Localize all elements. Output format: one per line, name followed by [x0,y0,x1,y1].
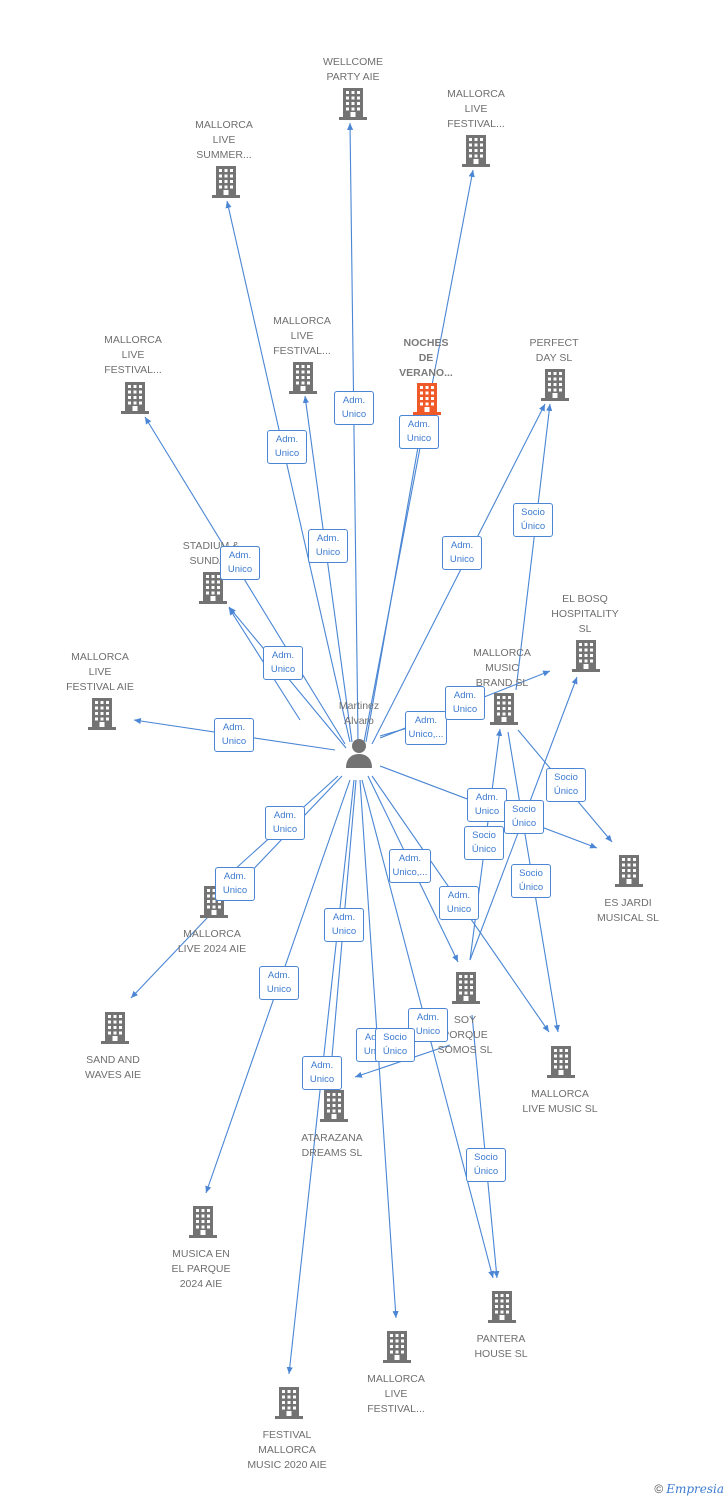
edge-label-atarazana[interactable]: Socio Único [375,1028,415,1062]
company-live-festival-3-label[interactable]: MALLORCA LIVE FESTIVAL... [104,334,162,376]
company-soy-label[interactable]: SOY PORQUE SOMOS SL [437,1014,493,1056]
edge-label-live-music[interactable]: Socio Único [511,864,551,898]
company-el-bosq-building-icon[interactable] [570,638,602,672]
edge-label-live-2024[interactable]: Adm. Unico [265,806,305,840]
company-live-festival-3-building-icon[interactable] [119,380,151,414]
edge-label-soy[interactable]: Adm. Unico,... [388,849,432,883]
company-live-2024-label[interactable]: MALLORCA LIVE 2024 AIE [177,928,247,955]
edge-label-stadium[interactable]: Adm. Unico [263,646,303,680]
edge-center-to-live-festival-2 [302,395,353,743]
company-sand-waves-label[interactable]: SAND AND WAVES AIE [84,1054,142,1081]
edge-label-es-jardi[interactable]: Adm. Unico [467,788,507,822]
edge-center-to-live-festival-1 [363,169,475,743]
company-live-festival-1-building-icon[interactable] [460,133,492,167]
edge-label-sand-waves[interactable]: Adm. Unico [215,867,255,901]
company-atarazana-building-icon[interactable] [318,1088,350,1122]
edge-label-festival-2020[interactable]: Adm. Unico [302,1056,342,1090]
edge-label-music-brand[interactable]: Adm. Unico,... [404,711,448,745]
edge-label-live-music[interactable]: Adm. Unico [439,886,479,920]
company-live-festival-2-label[interactable]: MALLORCA LIVE FESTIVAL... [273,315,331,357]
company-wellcome-building-icon[interactable] [337,86,369,120]
company-live-music-label[interactable]: MALLORCA LIVE MUSIC SL [522,1088,598,1115]
company-musica-parque-building-icon[interactable] [187,1204,219,1238]
edge-center-to-perfect-day [371,403,546,745]
company-live-festival-4-label[interactable]: MALLORCA LIVE FESTIVAL... [367,1373,425,1415]
edge-label-stadium[interactable]: Adm. Unico [220,546,260,580]
edge-center-to-live-festival-3 [144,416,346,745]
edge-label-noches[interactable]: Adm. Unico [399,415,439,449]
edge-label-musica-parque[interactable]: Adm. Unico [259,966,299,1000]
edge-label-live-summer[interactable]: Adm. Unico [267,430,307,464]
brand-watermark: ©Empresia [654,1482,724,1496]
company-pantera-label[interactable]: PANTERA HOUSE SL [474,1333,528,1360]
company-live-summer-building-icon[interactable] [210,164,242,198]
company-perfect-day-building-icon[interactable] [539,367,571,401]
company-live-festival-2-building-icon[interactable] [287,360,319,394]
company-perfect-day-label[interactable]: PERFECT DAY SL [529,337,579,364]
company-es-jardi-label[interactable]: ES JARDI MUSICAL SL [596,897,660,924]
company-pantera-building-icon[interactable] [486,1289,518,1323]
edge-soy-to-pantera [471,1014,500,1279]
edge-label-music-brand[interactable]: Socio Único [464,826,504,860]
company-music-brand-label[interactable]: MALLORCA MUSIC BRAND SL [473,647,531,689]
company-live-summer-label[interactable]: MALLORCA LIVE SUMMER... [195,119,253,161]
edge-center-to-wellcome [347,122,359,741]
edge-center-to-noches [365,429,423,743]
company-musica-parque-label[interactable]: MUSICA EN EL PARQUE 2024 AIE [171,1248,231,1290]
edge-label-perfect-day[interactable]: Socio Único [513,503,553,537]
company-live-festival-aie-label[interactable]: MALLORCA LIVE FESTIVAL AIE [66,651,134,693]
company-wellcome-label[interactable]: WELLCOME PARTY AIE [322,56,384,83]
edge-label-el-bosq[interactable]: Adm. Unico [445,686,485,720]
edge-label-pantera[interactable]: Socio Único [466,1148,506,1182]
edge-center-to-live-summer [225,200,351,743]
company-noches-building-icon[interactable] [411,381,443,415]
edge-label-atarazana[interactable]: Adm. Unico [324,908,364,942]
company-music-brand-building-icon[interactable] [488,691,520,725]
company-live-festival-aie-building-icon[interactable] [86,696,118,730]
edge-label-pantera[interactable]: Adm. Unico [408,1008,448,1042]
brand-name: Empresia [666,1482,724,1496]
person-icon[interactable] [343,737,375,769]
company-sand-waves-building-icon[interactable] [99,1010,131,1044]
company-noches-label[interactable]: NOCHES DE VERANO... [399,337,453,379]
company-festival-2020-building-icon[interactable] [273,1385,305,1419]
company-es-jardi-building-icon[interactable] [613,853,645,887]
company-live-festival-4-building-icon[interactable] [381,1329,413,1363]
edge-label-es-jardi[interactable]: Socio Único [546,768,586,802]
company-soy-building-icon[interactable] [450,970,482,1004]
company-festival-2020-label[interactable]: FESTIVAL MALLORCA MUSIC 2020 AIE [247,1429,327,1471]
company-el-bosq-label[interactable]: EL BOSQ HOSPITALITY SL [551,593,619,635]
edge-label-wellcome[interactable]: Adm. Unico [334,391,374,425]
edge-label-live-festival-2[interactable]: Adm. Unico [308,529,348,563]
company-atarazana-label[interactable]: ATARAZANA DREAMS SL [301,1132,363,1159]
edge-label-el-bosq[interactable]: Socio Único [504,800,544,834]
company-live-festival-1-label[interactable]: MALLORCA LIVE FESTIVAL... [447,88,505,130]
edge-music-brand-to-perfect-day [515,403,553,691]
edge-label-live-festival-aie[interactable]: Adm. Unico [214,718,254,752]
company-live-music-building-icon[interactable] [545,1044,577,1078]
center-person-label[interactable]: Martinez Alvaro [338,700,380,727]
edge-label-perfect-day[interactable]: Adm. Unico [442,536,482,570]
